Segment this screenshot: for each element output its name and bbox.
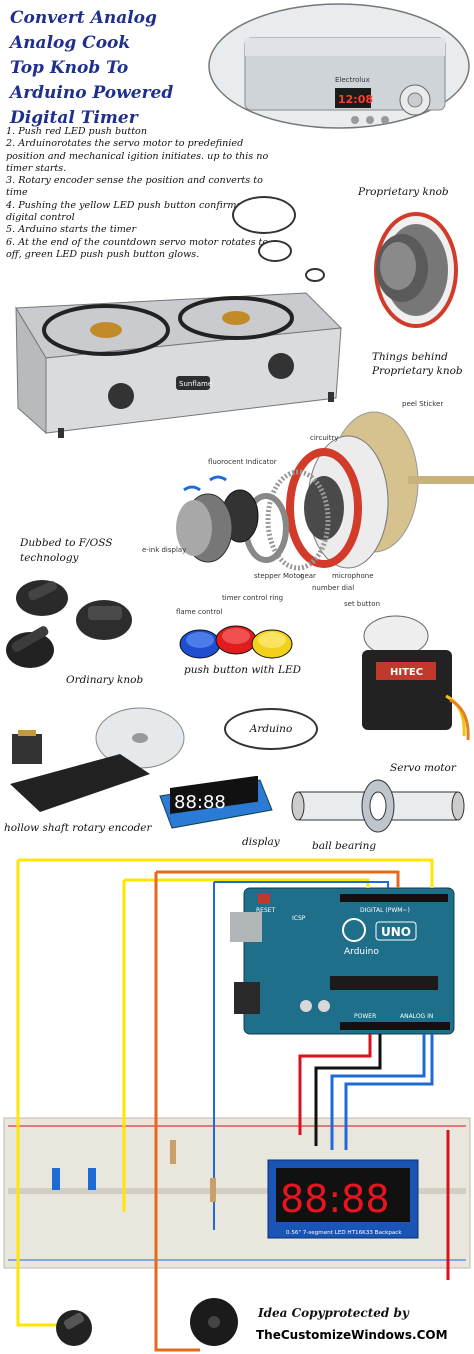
arduino-digital-text: DIGITAL (PWM~) [360,907,410,914]
arduino-analog-text: ANALOG IN [400,1013,433,1020]
step-4: 4. Pushing the yellow LED push button co… [6,199,242,224]
title-line-2: Analog Cook [10,33,131,53]
arduino-icsp-text: ICSP [292,915,306,922]
ordinary-knob-label: Ordinary knob [66,674,144,686]
stove-brand-text: Electrolux [335,76,370,84]
arduino-power-text: POWER [354,1013,376,1020]
title-line-4: Arduino Powered [10,83,174,103]
part-label-gear: gear [300,572,316,580]
arduino-reset-text: RESET [256,907,276,914]
push-buttons-image [179,625,293,659]
things-behind-label: Things behind Proprietary knob [372,351,463,377]
step-6: 6. At the end of the countdown servo mot… [6,236,269,260]
gas-stove-image: Sunflame [15,292,343,438]
arduino-cloud: Arduino [224,708,318,750]
push-button-label: push button with LED [184,664,302,676]
seven-segment-module-image: 88:88 [159,776,273,829]
stove-display-text: 12:08 [338,93,373,106]
part-label-e-ink-display: e-ink display [142,546,186,554]
title-line-5: Digital Timer [10,108,138,128]
proprietary-knob-label: Proprietary knob [358,186,449,198]
servo-motor-label: Servo motor [390,762,456,774]
arduino-cloud-label: Arduino [249,723,293,735]
resistor-2 [88,1168,96,1190]
dubbed-foss-label: Dubbed to F/OSS technology [20,537,113,564]
part-label-flame-control: flame control [176,608,222,616]
display-label: display [242,836,280,848]
proprietary-knob-image [374,212,458,328]
part-label-peel-sticker: peel Sticker [402,400,443,408]
breadboard-display-caption: 0.56" 7-segment LED HT16K33 Backpack [286,1230,402,1236]
stove-left-brand-text: Sunflame [179,380,212,388]
step-1: 1. Push red LED push button [6,126,148,137]
arduino-brand-text: Arduino [344,947,379,957]
resistor-1 [52,1168,60,1190]
part-label-microphone: microphone [332,572,374,580]
ball-bearing-label: ball bearing [312,840,377,852]
part-label-stepper-motor: stepper Motor [254,572,303,580]
part-label-circuitry: circuitry [310,434,339,442]
part-label-timer-control-ring: timer control ring [222,594,283,602]
instruction-steps: 1. Push red LED push button 2. Arduinoro… [6,126,274,261]
step-5: 5. Arduino starts the timer [6,224,137,236]
resistor-4 [210,1178,216,1202]
rotary-encoder-image [10,707,185,812]
ordinary-knobs-image [6,580,132,668]
breadboard-seven-segment: 88:88 0.56" 7-segment LED HT16K33 Backpa… [267,1159,419,1239]
arduino-uno-board: RESET ICSP DIGITAL (PWM~) ANALOG IN POWE… [230,887,455,1035]
module-digits: 88:88 [174,792,226,813]
thought-bubble-3 [305,268,325,282]
rotary-encoder-label: hollow shaft rotary encoder [4,822,152,834]
exploded-knob-diagram: peel Sticker circuitry fluorocent Indica… [142,400,474,616]
title: Convert Analog Analog Cook Top Knob To A… [10,6,210,131]
servo-motor-image: HITEC [362,615,470,741]
resistor-3 [170,1140,176,1164]
circuit-schematic: RESET ICSP DIGITAL (PWM~) ANALOG IN POWE… [3,858,471,1352]
copyright-line-1: Idea Copyprotected by [258,1306,409,1320]
part-label-set-button: set button [344,600,380,608]
electric-stove-panel-image: 12:08 Electrolux [208,3,470,129]
thought-bubble-1 [232,196,296,234]
part-label-fluorocent-indicator: fluorocent Indicator [208,458,277,466]
thought-bubble-2 [258,240,292,262]
part-label-number-dial: number dial [312,584,354,592]
servo-brand-text: HITEC [390,667,423,678]
title-line-1: Convert Analog [10,8,157,28]
title-line-3: Top Knob To [10,58,129,78]
breadboard-digits: 88:88 [280,1177,390,1221]
step-2: 2. Arduinorotates the servo motor to pre… [6,138,269,174]
ball-bearing-image [291,779,465,833]
step-3: 3. Rotary encoder sense the position and… [6,175,263,199]
arduino-uno-text: UNO [381,925,411,939]
copyright-line-2: TheCustomizeWindows.COM [256,1328,448,1342]
